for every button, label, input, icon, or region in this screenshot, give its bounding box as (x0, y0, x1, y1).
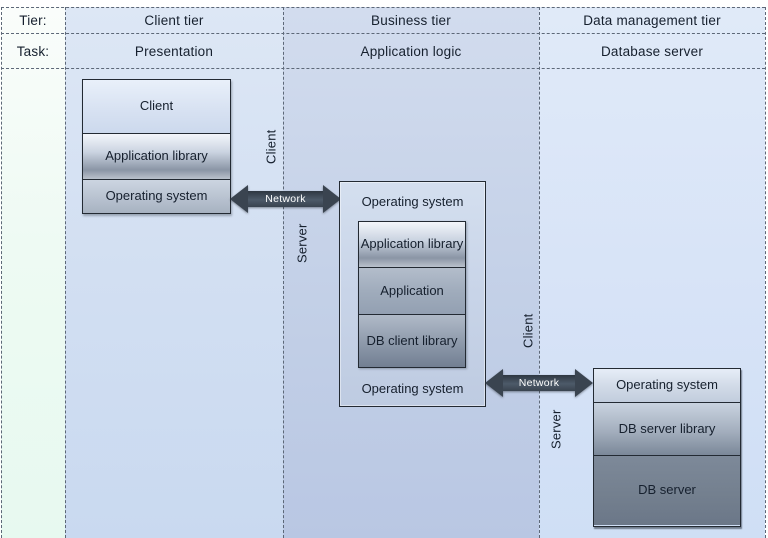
tier-row-label: Tier: (19, 12, 47, 28)
row-label-column (1, 7, 65, 538)
server-side-label: Server (548, 409, 564, 449)
data-tier-header: Data management tier (583, 12, 721, 28)
business-machine-box: Operating system Application library App… (339, 181, 486, 407)
left-arrowhead-icon (485, 369, 503, 397)
left-arrowhead-icon (230, 185, 248, 213)
db-server-label: DB server (638, 482, 696, 498)
business-task-header: Application logic (360, 43, 462, 59)
grid-line-client-business (283, 7, 284, 538)
operating-system-top-label: Operating system (361, 194, 464, 209)
network-label: Network (503, 375, 575, 391)
client-side-label: Client (520, 313, 536, 349)
client-machine-box: Client Application library Operating sys… (82, 79, 231, 214)
right-arrowhead-icon (323, 185, 341, 213)
grid-line-left-edge (1, 7, 2, 538)
network-arrow-business-data: Network (485, 369, 593, 397)
grid-line-right-edge (765, 7, 766, 538)
client-side-label: Client (263, 129, 279, 165)
business-software-stack: Application library Application DB clien… (358, 221, 466, 368)
operating-system-layer: Operating system (594, 369, 740, 403)
operating-system-layer: Operating system (83, 180, 230, 213)
db-server-library-layer: DB server library (594, 403, 740, 456)
client-task-header: Presentation (134, 43, 214, 59)
grid-line-tier-bottom (1, 33, 765, 34)
database-server-box: Operating system DB server library DB se… (593, 368, 741, 527)
client-layer: Client (83, 80, 230, 134)
db-server-layer: DB server (594, 456, 740, 525)
db-client-library-layer: DB client library (359, 315, 465, 367)
application-layer: Application (359, 268, 465, 315)
server-side-label: Server (294, 223, 310, 263)
grid-line-top (1, 7, 765, 8)
task-row-label: Task: (16, 43, 50, 59)
client-tier-header: Client tier (144, 12, 204, 28)
application-library-layer: Application library (83, 134, 230, 180)
network-label: Network (248, 191, 323, 207)
right-arrowhead-icon (575, 369, 593, 397)
grid-line-labels-client (65, 7, 66, 538)
data-task-header: Database server (600, 43, 704, 59)
grid-line-task-bottom (1, 68, 765, 69)
business-tier-header: Business tier (371, 12, 451, 28)
grid-line-business-data (539, 7, 540, 538)
network-arrow-client-business: Network (230, 185, 341, 213)
operating-system-bottom-label: Operating system (361, 381, 464, 396)
application-library-layer: Application library (359, 222, 465, 268)
